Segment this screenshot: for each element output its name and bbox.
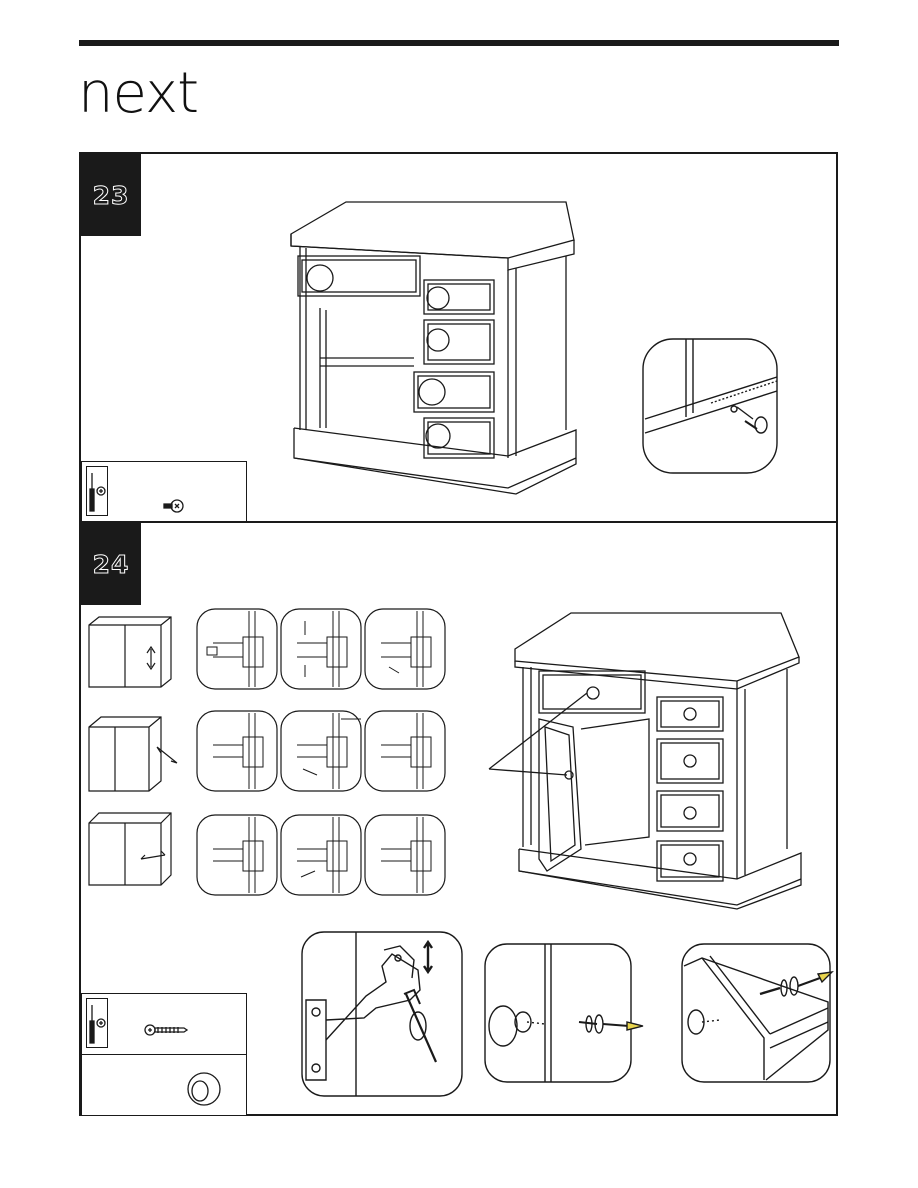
hinge-screwdriver-detail xyxy=(300,930,464,1098)
phillips-screwdriver-icon xyxy=(86,998,108,1048)
step-number-badge: 24 xyxy=(81,523,141,605)
door-adjust-cabinet-depth xyxy=(85,711,185,801)
cabinet-assembled-diagram xyxy=(286,198,586,498)
short-screw-icon xyxy=(162,496,184,516)
cabinet-door-open-diagram xyxy=(481,609,811,919)
knob-fitting-detail-drawer xyxy=(680,942,832,1084)
step-24-panel: 24 xyxy=(79,521,838,1116)
knob-fitting-detail-front xyxy=(483,942,633,1084)
door-adjust-cabinet-horizontal xyxy=(85,809,181,893)
step-24-hardware-box xyxy=(81,993,247,1055)
back-panel-screw-detail xyxy=(641,337,781,477)
knob-icon xyxy=(184,1069,224,1109)
phillips-screwdriver-icon xyxy=(86,466,108,516)
step-23-panel: 23 xyxy=(79,152,838,523)
step-23-hardware-box xyxy=(81,461,247,523)
hinge-adjustment-diagrams xyxy=(193,607,449,897)
step-24-knob-box xyxy=(81,1054,247,1116)
header-rule xyxy=(79,40,839,46)
door-adjust-cabinet-vertical xyxy=(85,613,181,693)
long-screw-icon xyxy=(144,1022,188,1038)
brand-logo: next xyxy=(78,66,198,122)
step-number-badge: 23 xyxy=(81,154,141,236)
